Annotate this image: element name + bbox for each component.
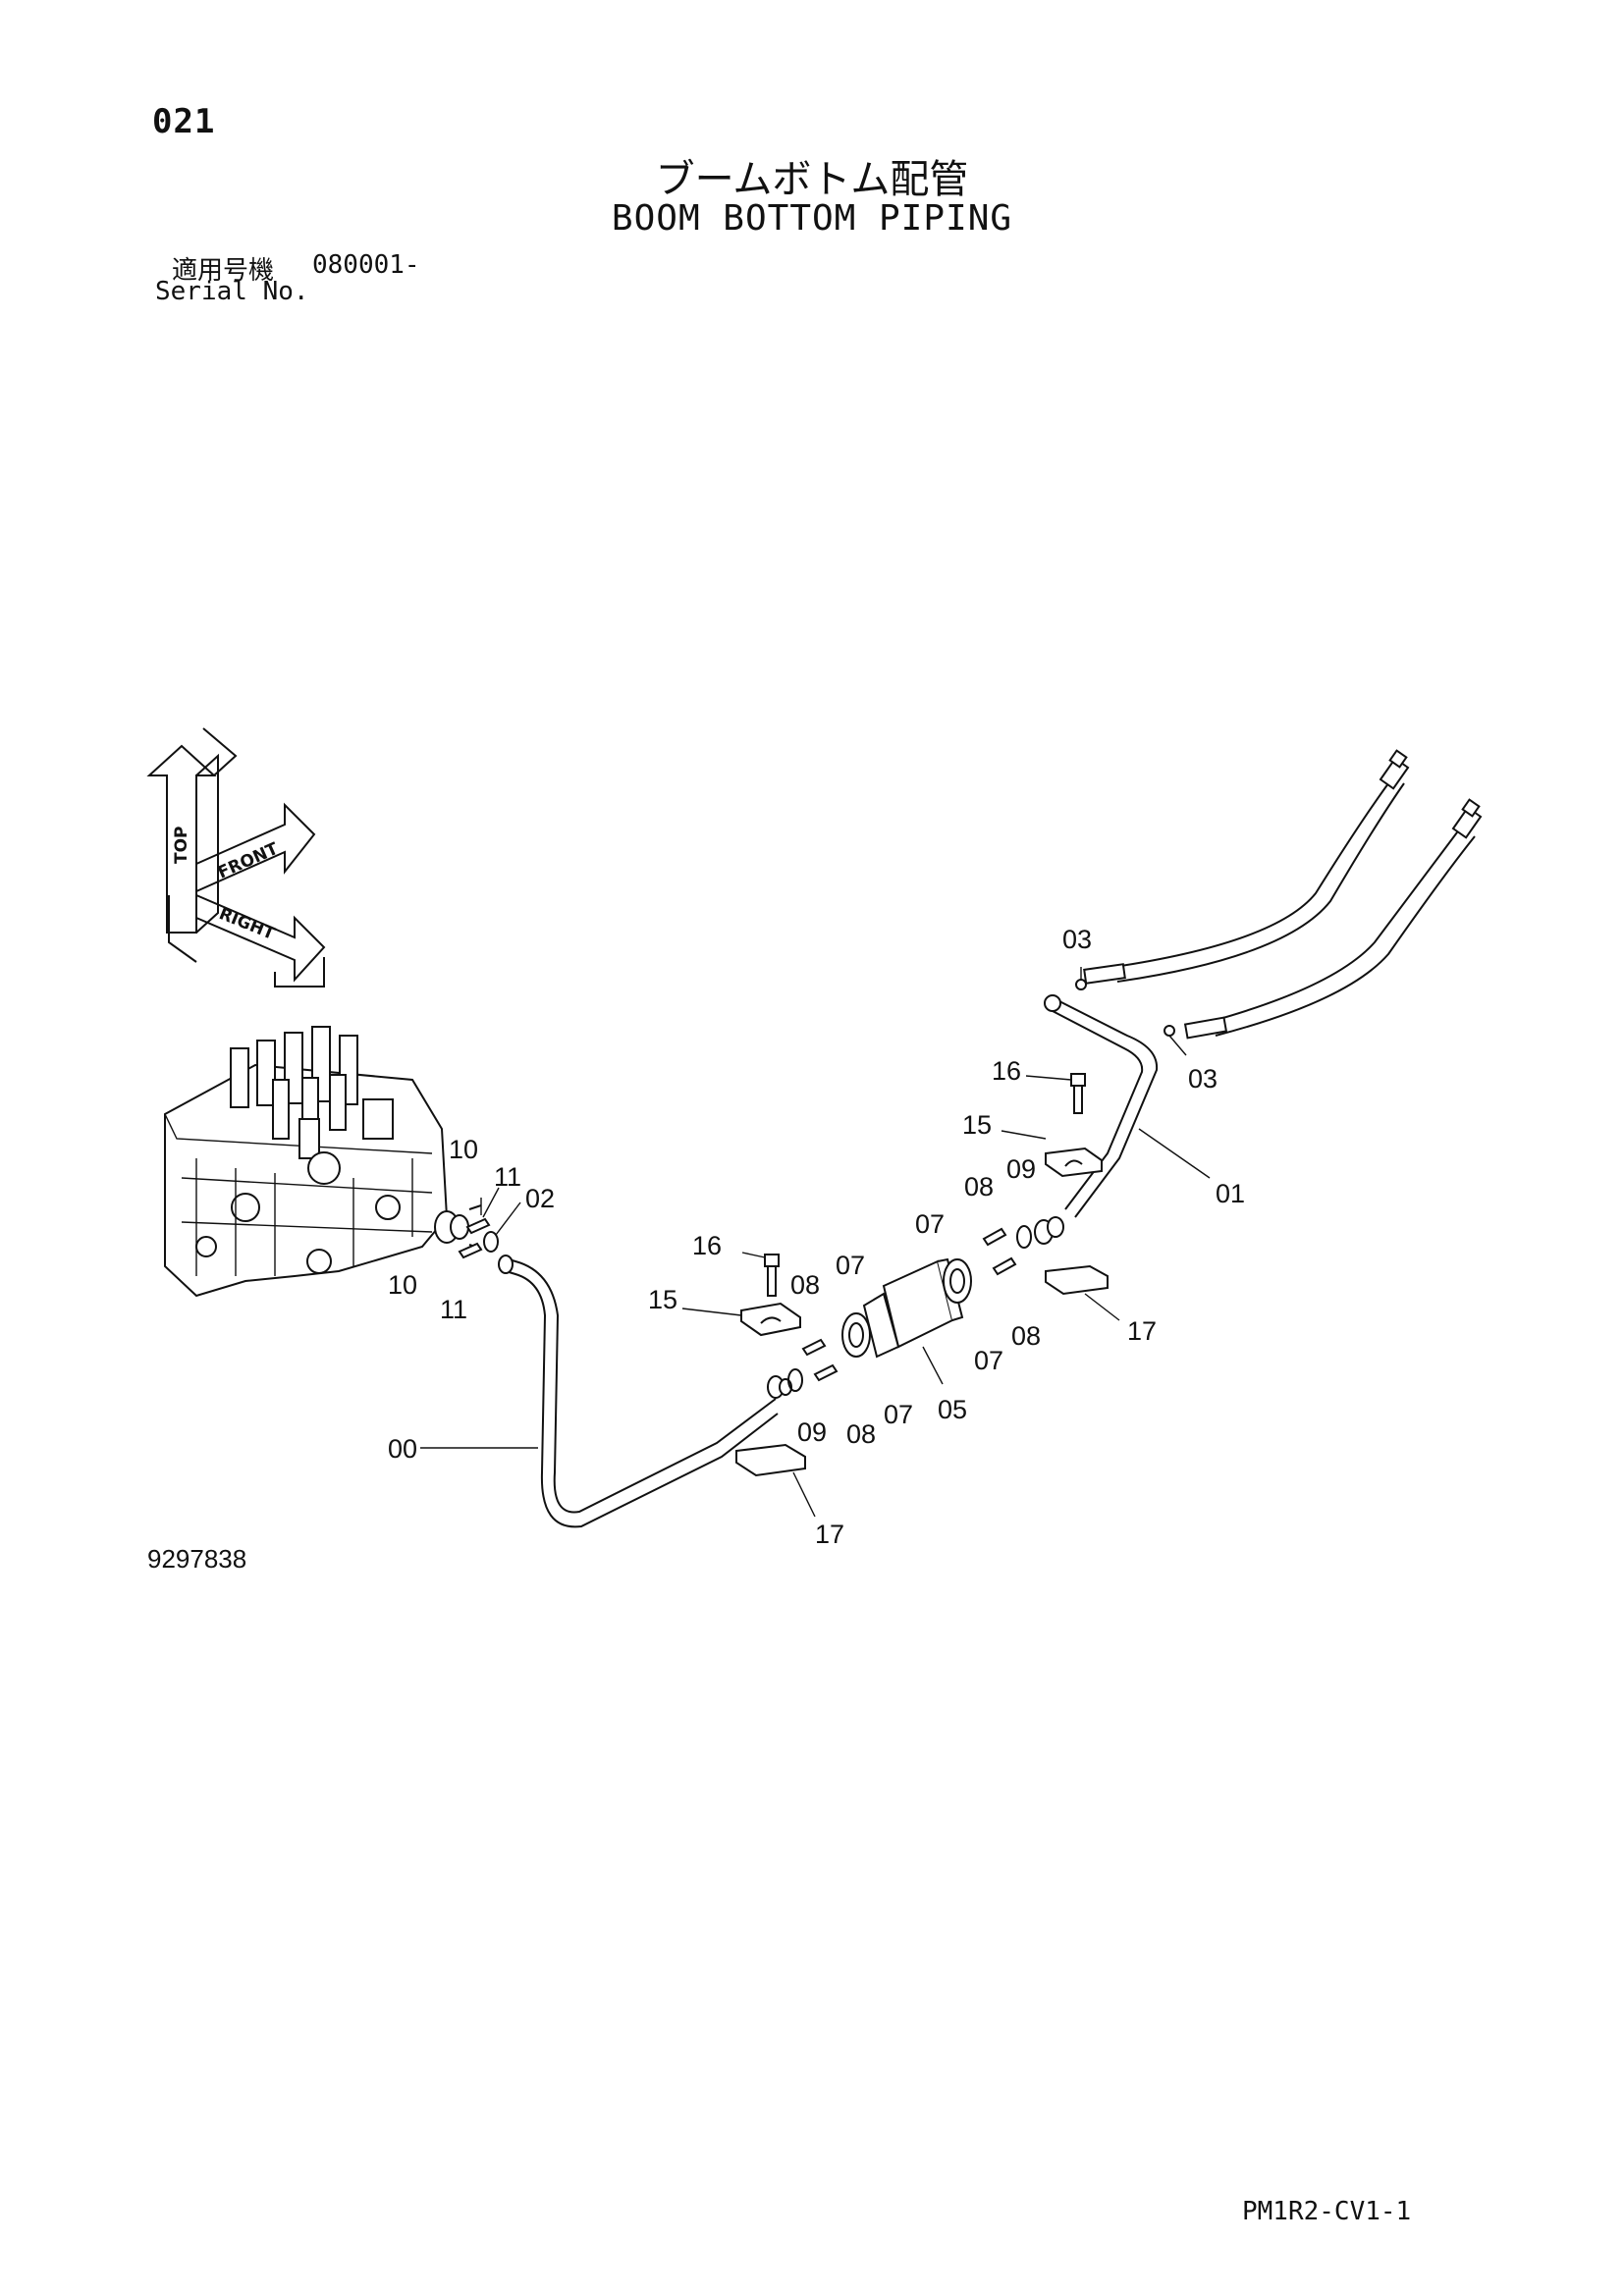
callout-02: 02 — [525, 1184, 555, 1213]
callout-05: 05 — [938, 1395, 967, 1424]
leader-lines — [420, 967, 1211, 1518]
callout-08-c: 08 — [964, 1172, 994, 1201]
callout-15-a: 15 — [648, 1285, 677, 1314]
callout-07-c: 07 — [915, 1209, 945, 1239]
callout-10-a: 10 — [449, 1135, 478, 1164]
clamp-15-right — [1045, 1147, 1103, 1178]
callout-09-b: 09 — [1006, 1154, 1036, 1184]
callout-07-a: 07 — [836, 1251, 865, 1280]
callout-11-a: 11 — [494, 1162, 521, 1192]
pipe-00 — [498, 1255, 792, 1528]
callout-03-upper: 03 — [1062, 925, 1092, 954]
hose-lower — [1183, 798, 1483, 1040]
right-arrow — [195, 894, 326, 983]
top-arrow — [146, 744, 217, 934]
valve-flange-fittings — [434, 1204, 499, 1253]
valve-body-05 — [841, 1257, 972, 1359]
orientation-front-label: FRONT — [215, 839, 282, 883]
hose-upper — [1083, 749, 1410, 985]
front-arrow — [195, 802, 316, 892]
bolt-16-left — [764, 1254, 780, 1297]
serial-label-japanese: 適用号機 — [172, 256, 275, 286]
o-ring-03-lower — [1164, 1025, 1175, 1037]
o-ring-03-upper — [1075, 979, 1087, 990]
callout-16-b: 16 — [992, 1056, 1021, 1086]
serial-range: 080001- — [312, 250, 420, 280]
page-title-english: BOOM BOTTOM PIPING — [611, 198, 1013, 239]
pipe-01 — [1034, 994, 1159, 1245]
callout-16-a: 16 — [692, 1231, 722, 1260]
seal-09-left — [787, 1368, 803, 1392]
callout-09-a: 09 — [797, 1417, 827, 1447]
figure-number: 9297838 — [147, 1544, 247, 1574]
callout-01: 01 — [1216, 1179, 1245, 1208]
callout-03-lower: 03 — [1188, 1064, 1218, 1094]
plate-17-left — [735, 1443, 806, 1477]
seal-09-right — [1016, 1225, 1032, 1249]
callout-08-b: 08 — [846, 1419, 876, 1449]
callout-07-d: 07 — [974, 1346, 1003, 1375]
callout-15-b: 15 — [962, 1110, 992, 1140]
control-valve-assembly — [164, 1026, 449, 1298]
callout-07-b: 07 — [884, 1400, 913, 1429]
callout-17-b: 17 — [1127, 1316, 1157, 1346]
plate-17-right — [1045, 1264, 1109, 1296]
orientation-top-label: TOP — [172, 826, 191, 864]
small-bolts — [458, 1217, 1017, 1382]
callout-00: 00 — [388, 1434, 417, 1464]
page-number: 021 — [152, 102, 216, 141]
orientation-right-label: RIGHT — [216, 904, 278, 944]
page-code: PM1R2-CV1-1 — [1242, 2197, 1412, 2226]
callouts: 00 01 02 03 03 05 07 07 07 07 08 08 08 0… — [388, 925, 1245, 1549]
callout-11-b: 11 — [440, 1295, 467, 1324]
callout-08-a: 08 — [790, 1270, 820, 1300]
callout-17-a: 17 — [815, 1520, 844, 1549]
callout-08-d: 08 — [1011, 1321, 1041, 1351]
callout-10-b: 10 — [388, 1270, 417, 1300]
clamp-15-left — [740, 1302, 801, 1337]
serial-label-english: Serial No. — [155, 277, 309, 306]
bolt-16-right — [1070, 1073, 1086, 1114]
page-title-japanese: ブームボトム配管 — [655, 157, 969, 202]
orientation-indicator: TOP FRONT RIGHT — [146, 727, 326, 988]
